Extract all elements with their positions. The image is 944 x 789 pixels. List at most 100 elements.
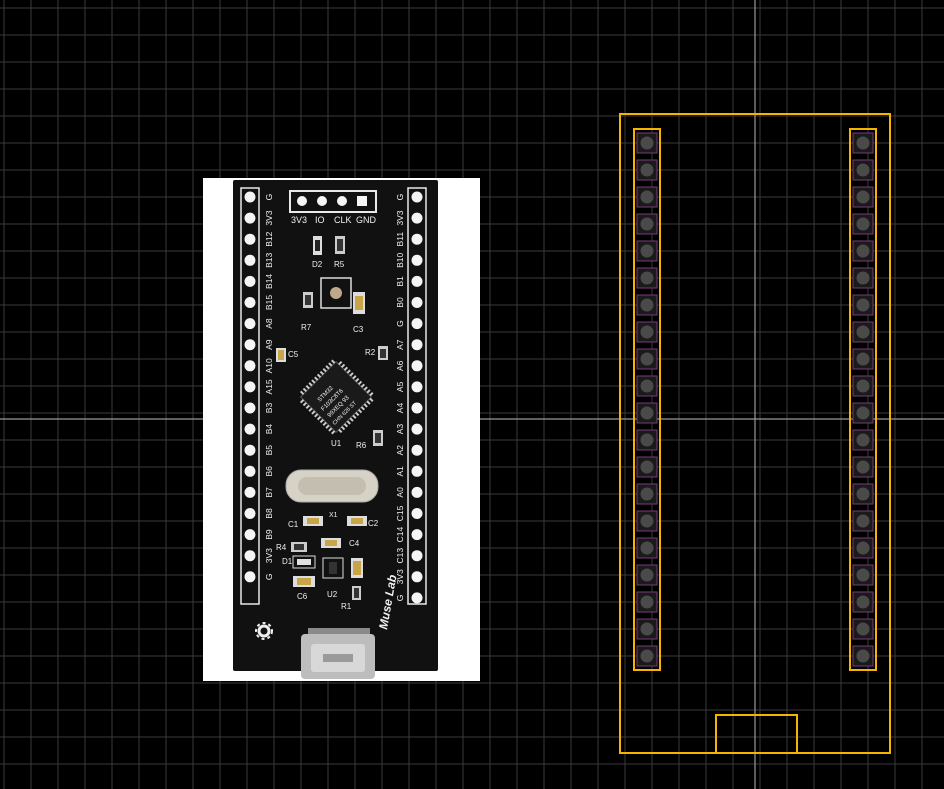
left-header-outline[interactable] [633,128,661,671]
pin-label: B3 [264,403,274,414]
usb-connector-outline[interactable] [715,714,798,754]
label-c5: C5 [288,350,299,359]
footprint-pad[interactable] [636,483,658,505]
pin-label: B14 [264,274,274,289]
header-pin [244,402,256,414]
pin-label: B7 [264,487,274,498]
footprint-pad[interactable] [852,186,874,208]
footprint-pad[interactable] [636,132,658,154]
footprint-pad[interactable] [852,159,874,181]
header-pin [244,381,256,393]
pin-label: G [264,194,274,201]
pin-label: 3V3 [264,210,274,225]
header-pin [411,360,423,372]
footprint-pad[interactable] [636,429,658,451]
pin-label: C14 [395,527,405,543]
label-r2: R2 [365,348,376,357]
header-pin [411,339,423,351]
footprint-pad[interactable] [852,510,874,532]
label-r5: R5 [334,260,345,269]
swd-label-3v3: 3V3 [291,215,307,225]
footprint-pad[interactable] [636,240,658,262]
mcu-chip: STM32 F103C8T6 99XEQ 93 CHN 626 ST [299,359,374,435]
header-pin [411,423,423,435]
footprint-pad[interactable] [852,267,874,289]
header-pin [411,486,423,498]
footprint-pad[interactable] [636,186,658,208]
label-c2: C2 [368,519,379,528]
header-pin [411,297,423,308]
footprint-pad[interactable] [852,132,874,154]
footprint-pad[interactable] [636,591,658,613]
footprint-pad[interactable] [636,402,658,424]
footprint-pad[interactable] [636,537,658,559]
label-c3: C3 [353,325,364,334]
header-pin [244,339,256,351]
footprint-pad[interactable] [852,483,874,505]
header-pin [244,529,256,541]
footprint-pad[interactable] [852,564,874,586]
footprint-pad[interactable] [852,321,874,343]
pin-label: 3V3 [395,210,405,225]
footprint-pad[interactable] [852,537,874,559]
header-pin [244,550,256,562]
footprint-pad[interactable] [636,564,658,586]
footprint-pad[interactable] [852,591,874,613]
left-pin-header: G3V3B12B13B14B15A8A9A10A15B3B4B5B6B7B8B9… [240,187,274,605]
pin-label: B1 [395,276,405,287]
footprint-pad[interactable] [852,456,874,478]
footprint-pad[interactable] [852,348,874,370]
footprint-pad[interactable] [636,375,658,397]
pin-label: 3V3 [395,569,405,584]
pin-label: A6 [395,360,405,371]
footprint-pad[interactable] [852,294,874,316]
footprint-pad[interactable] [636,456,658,478]
label-r1: R1 [341,602,352,611]
swd-label-clk: CLK [334,215,352,225]
pin-label: G [395,595,405,602]
label-c6: C6 [297,592,308,601]
footprint-pad[interactable] [636,645,658,667]
footprint-pad[interactable] [852,240,874,262]
header-pin [411,275,423,287]
pin-label: A3 [395,424,405,435]
pin-label: G [395,194,405,201]
pin-label: B15 [264,295,274,310]
footprint-pad[interactable] [852,429,874,451]
pin-label: B8 [264,508,274,519]
swd-header: 3V3 IO CLK GND [289,190,377,225]
footprint-pad[interactable] [636,267,658,289]
footprint-pad[interactable] [636,159,658,181]
header-pin [244,465,256,477]
footprint-pad[interactable] [852,402,874,424]
footprint-pad[interactable] [636,510,658,532]
label-x1: X1 [329,512,338,519]
label-r4: R4 [276,543,287,552]
header-pin [244,423,256,435]
pin-label: 3V3 [264,548,274,563]
footprint-outline[interactable] [619,113,891,754]
header-pin [244,212,256,224]
header-pin [244,233,256,245]
footprint-pad[interactable] [852,645,874,667]
footprint-pad[interactable] [636,321,658,343]
header-pin [411,592,423,604]
header-pin [411,318,423,330]
swd-label-gnd: GND [356,215,377,225]
footprint-pad[interactable] [636,294,658,316]
header-pin [244,508,256,519]
pin-label: C13 [395,548,405,564]
footprint-pad[interactable] [852,213,874,235]
right-header-outline[interactable] [849,128,877,671]
footprint-pad[interactable] [852,618,874,640]
footprint-pad[interactable] [636,618,658,640]
footprint-pad[interactable] [852,375,874,397]
footprint-pad[interactable] [636,213,658,235]
pin-label: G [264,573,274,580]
footprint-pad[interactable] [636,348,658,370]
label-c4: C4 [349,539,360,548]
header-pin [411,233,423,245]
header-pin [411,529,423,541]
left-pad-column [636,132,658,667]
pin-label: A4 [395,403,405,414]
